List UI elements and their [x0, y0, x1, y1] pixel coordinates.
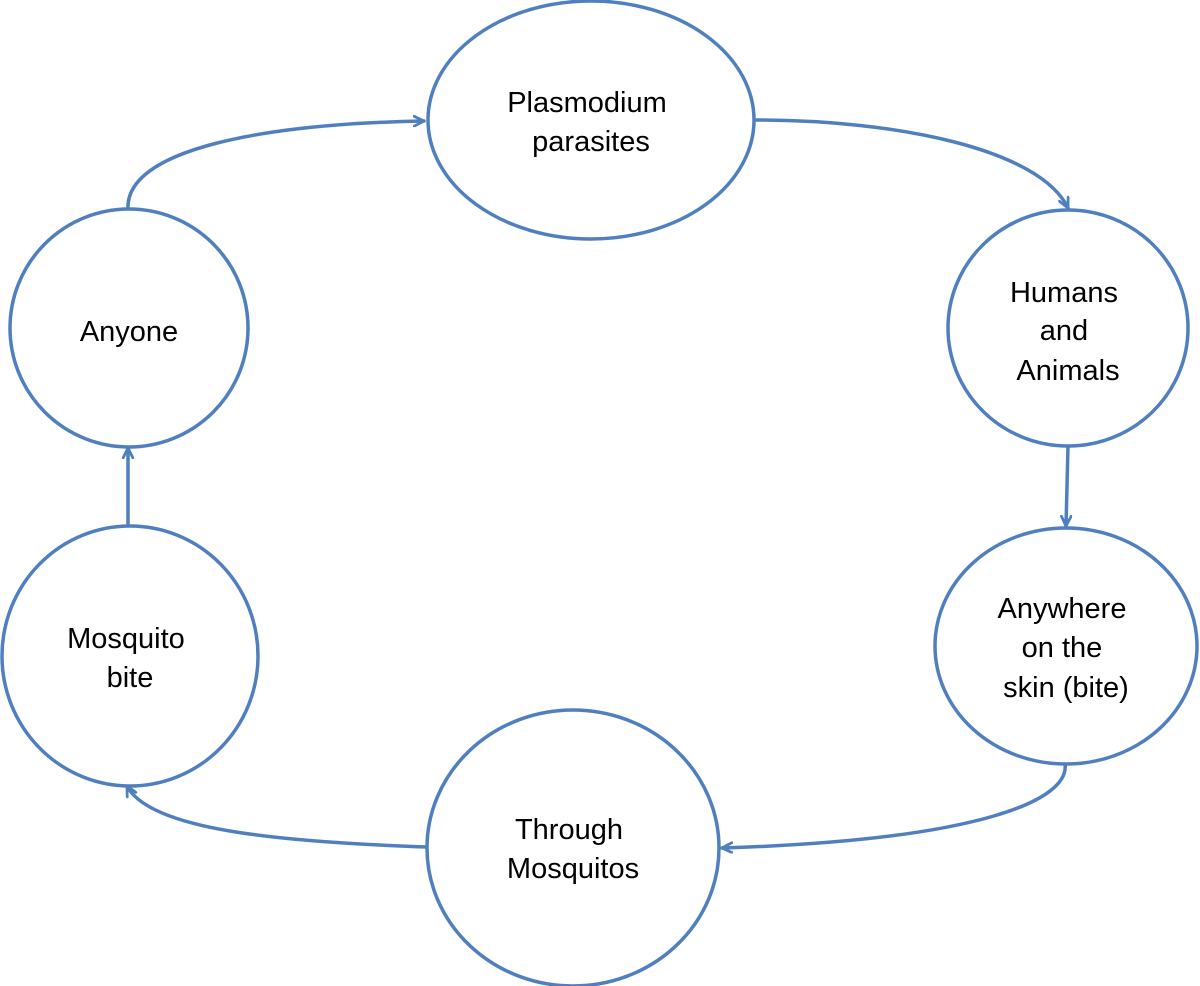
edge-humans-to-anywhere: [1066, 444, 1068, 528]
node-label-line: Mosquitos: [507, 853, 639, 885]
node-label: Through Mosquitos: [507, 814, 639, 885]
node-shape: [8, 207, 250, 449]
node-label-line: Through: [515, 814, 623, 846]
node-label-line: skin (bite): [1003, 672, 1129, 704]
node-plasmodium-parasites: Plasmodium parasites: [426, 0, 756, 241]
node-humans-and-animals: Humans and Animals: [946, 208, 1190, 448]
node-label: Humans and Animals: [1010, 277, 1126, 387]
node-anywhere-on-the-skin: Anywhere on the skin (bite): [933, 526, 1199, 766]
node-label-line: parasites: [532, 126, 650, 158]
node-label-line: bite: [107, 662, 154, 694]
edge-anywhere-to-through: [720, 762, 1067, 848]
node-label-line: Mosquito: [67, 623, 185, 655]
node-label-line: and: [1040, 315, 1088, 347]
node-label-line: Animals: [1016, 355, 1119, 387]
node-shape: [425, 708, 721, 986]
node-label: Plasmodium parasites: [507, 87, 675, 158]
edge-plasmodium-to-humans: [753, 118, 1070, 210]
node-through-mosquitos: Through Mosquitos: [425, 708, 721, 986]
node-label: Anywhere on the skin (bite): [997, 593, 1134, 704]
node-shape: [933, 526, 1199, 766]
node-shape: [426, 0, 756, 241]
edges: [127, 120, 1068, 848]
node-label: Anyone: [80, 316, 178, 348]
node-label-line: Humans: [1010, 277, 1118, 309]
node-label-line: on the: [1022, 632, 1103, 664]
node-mosquito-bite: Mosquito bite: [0, 524, 260, 788]
edge-through-to-mosquito: [125, 784, 429, 849]
node-label-line: Plasmodium: [507, 87, 667, 119]
node-shape: [946, 208, 1190, 448]
node-label-line: Anyone: [80, 316, 178, 348]
node-label: Mosquito bite: [67, 623, 193, 694]
node-shape: [0, 524, 260, 788]
node-label-line: Anywhere: [997, 593, 1126, 625]
node-anyone: Anyone: [8, 207, 250, 449]
edge-anyone-to-plasmodium: [126, 121, 426, 211]
